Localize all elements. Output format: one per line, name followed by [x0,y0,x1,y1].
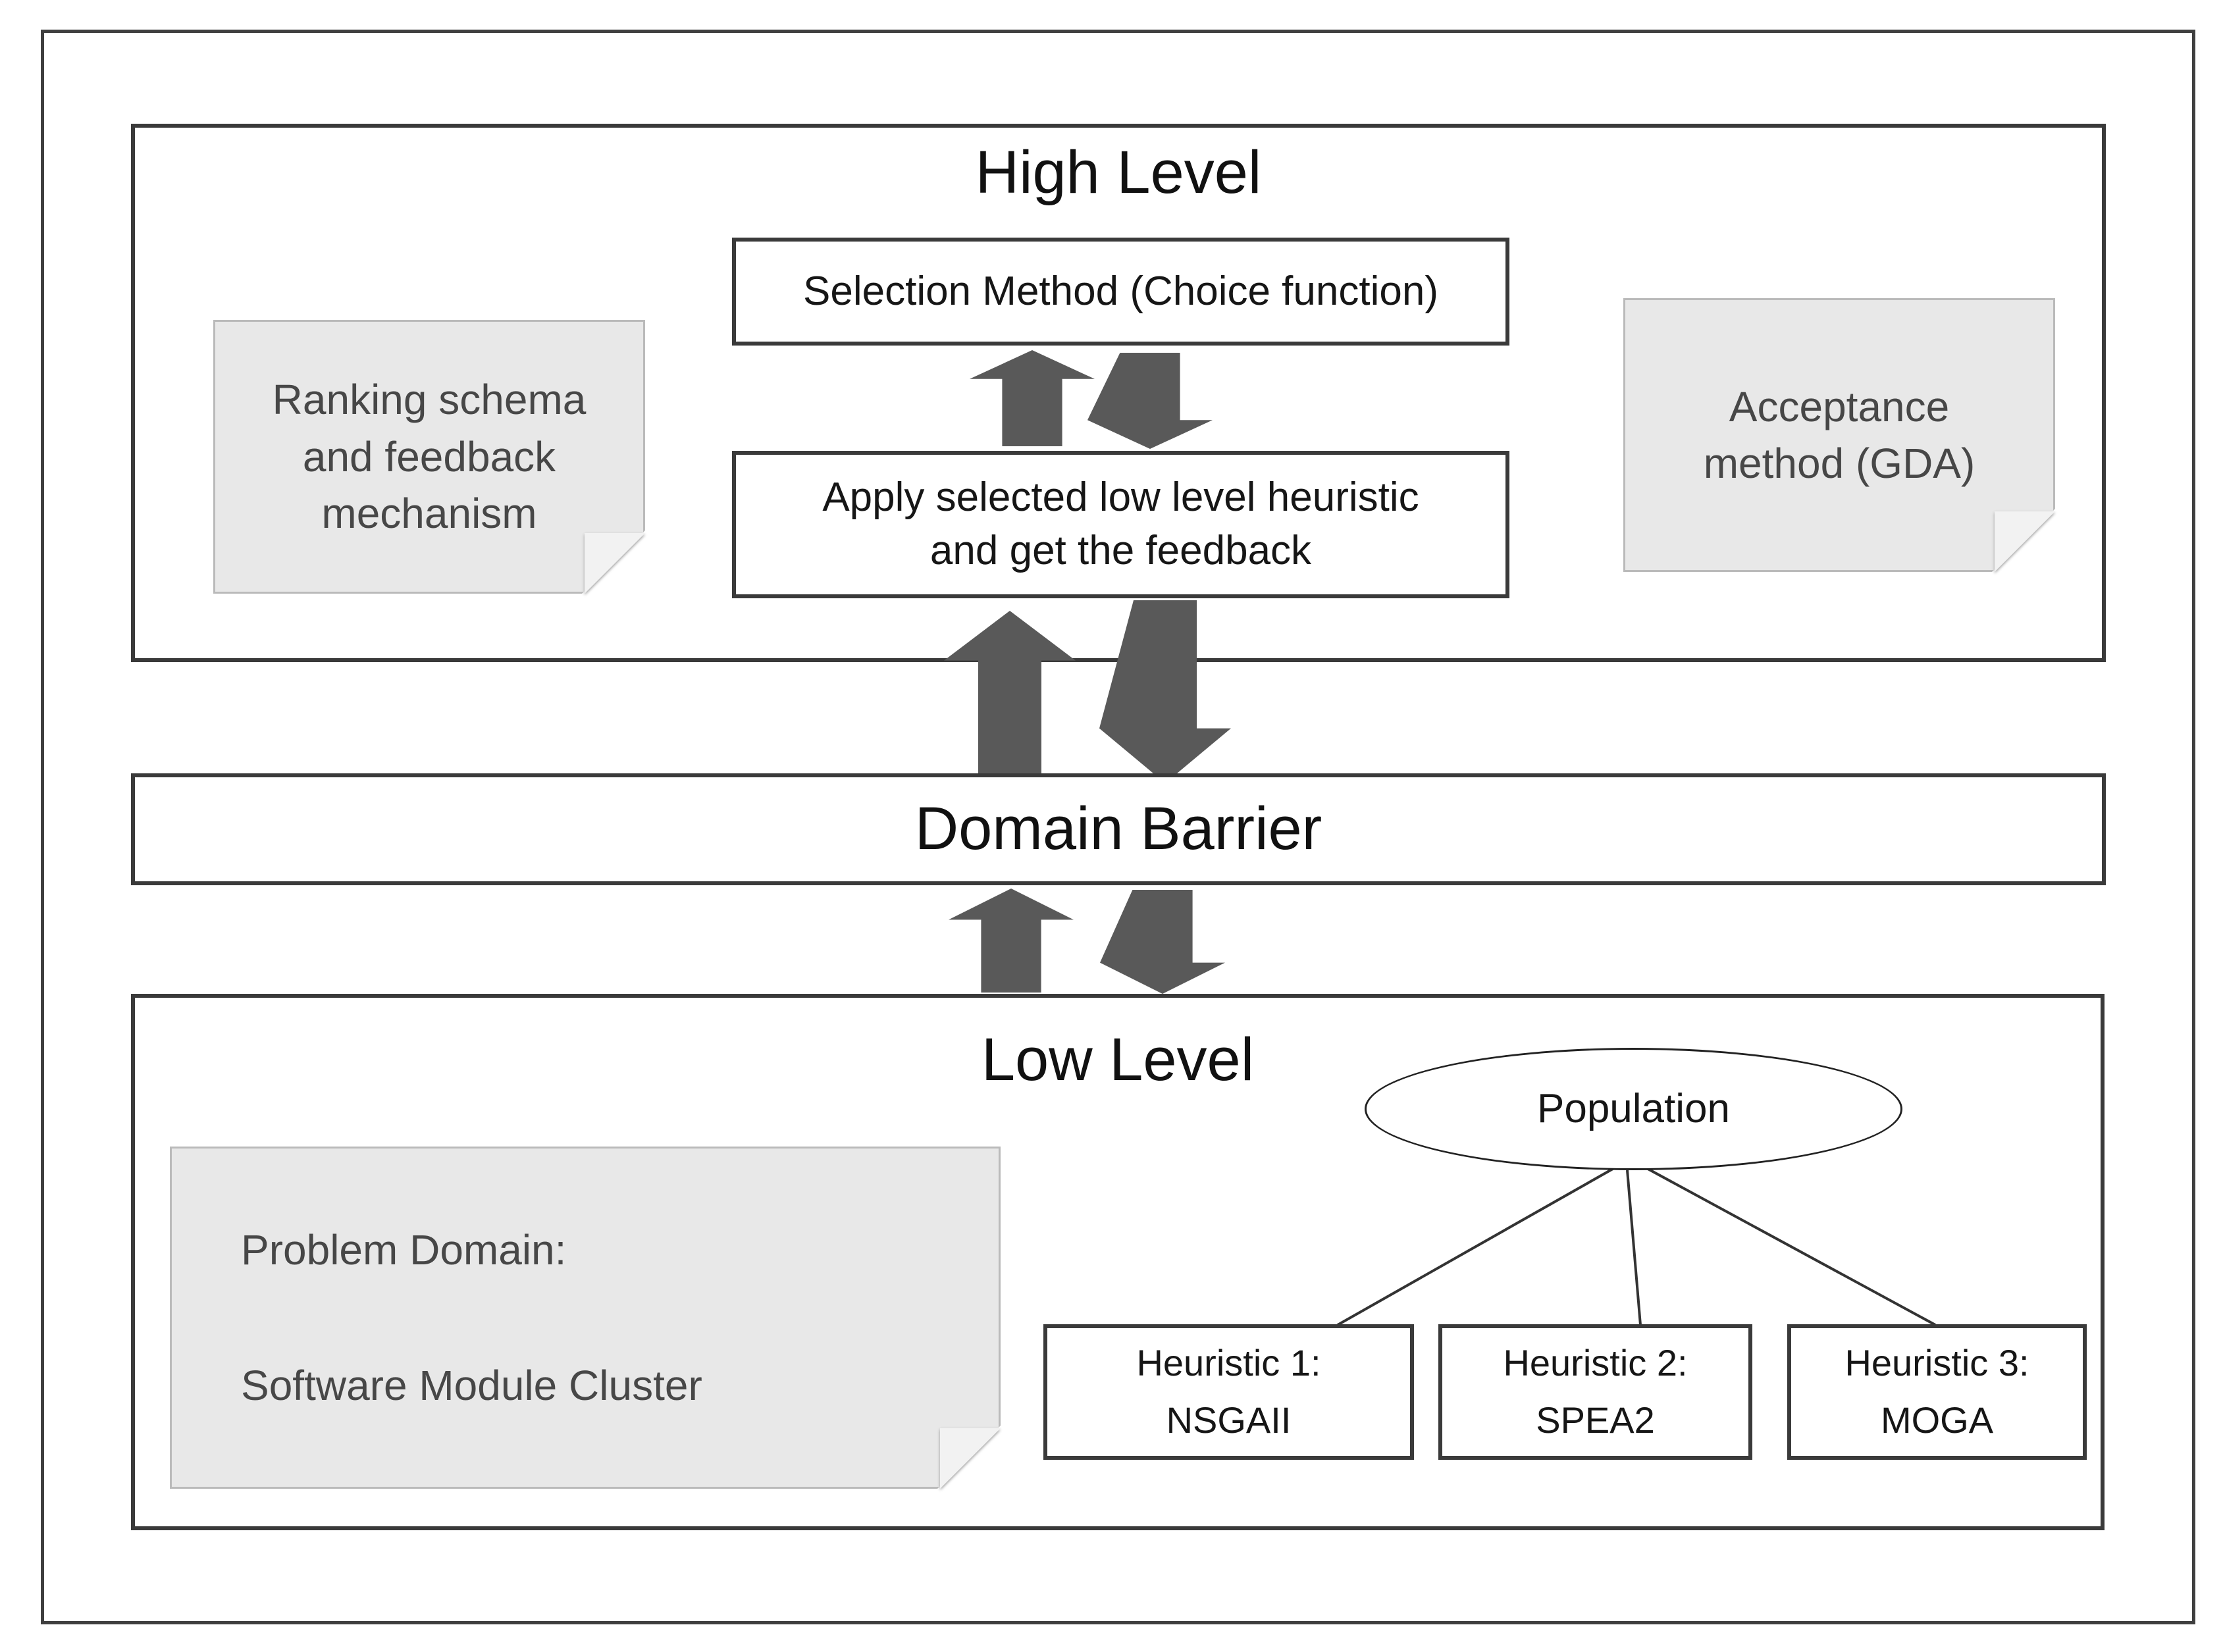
apply-heuristic-line2: and get the feedback [929,528,1312,573]
problem-domain-line1: Problem Domain: [241,1226,567,1274]
ranking-note: Ranking schema and feedback mechanism [213,320,645,594]
domain-barrier-title: Domain Barrier [914,795,1322,863]
heuristic-1-line2: NSGAII [1166,1399,1292,1441]
ranking-note-line3: mechanism [321,490,537,538]
high-level-title: High Level [975,139,1262,206]
heuristic-2-box: Heuristic 2: SPEA2 [1438,1324,1752,1460]
problem-domain-note: Problem Domain: Software Module Cluster [170,1147,1001,1489]
apply-heuristic-box: Apply selected low level heuristic and g… [732,451,1509,598]
heuristic-2-line2: SPEA2 [1536,1399,1655,1441]
heuristic-1-line1: Heuristic 1: [1136,1342,1321,1384]
domain-barrier-box: Domain Barrier [131,773,2106,885]
acceptance-note: Acceptance method (GDA) [1623,298,2055,572]
problem-domain-line2: Software Module Cluster [241,1362,702,1409]
heuristic-2-line1: Heuristic 2: [1503,1342,1688,1384]
selection-method-box: Selection Method (Choice function) [732,238,1509,346]
selection-method-label: Selection Method (Choice function) [803,268,1438,314]
ranking-note-line2: and feedback [302,432,556,480]
ranking-note-line1: Ranking schema [272,376,587,424]
population-ellipse: Population [1365,1048,1902,1170]
acceptance-note-line1: Acceptance [1729,382,1950,430]
heuristic-1-box: Heuristic 1: NSGAII [1043,1324,1414,1460]
acceptance-note-line2: method (GDA) [1703,440,1975,487]
low-level-title: Low Level [981,1026,1255,1093]
heuristic-3-line1: Heuristic 3: [1844,1342,2029,1384]
heuristic-3-line2: MOGA [1880,1399,1994,1441]
folded-corner-flap-icon [1995,511,2055,572]
apply-heuristic-line1: Apply selected low level heuristic [822,475,1419,521]
heuristic-3-box: Heuristic 3: MOGA [1787,1324,2087,1460]
folded-corner-flap-icon [585,533,645,594]
population-label: Population [1536,1085,1731,1131]
folded-corner-flap-icon [940,1428,1001,1489]
